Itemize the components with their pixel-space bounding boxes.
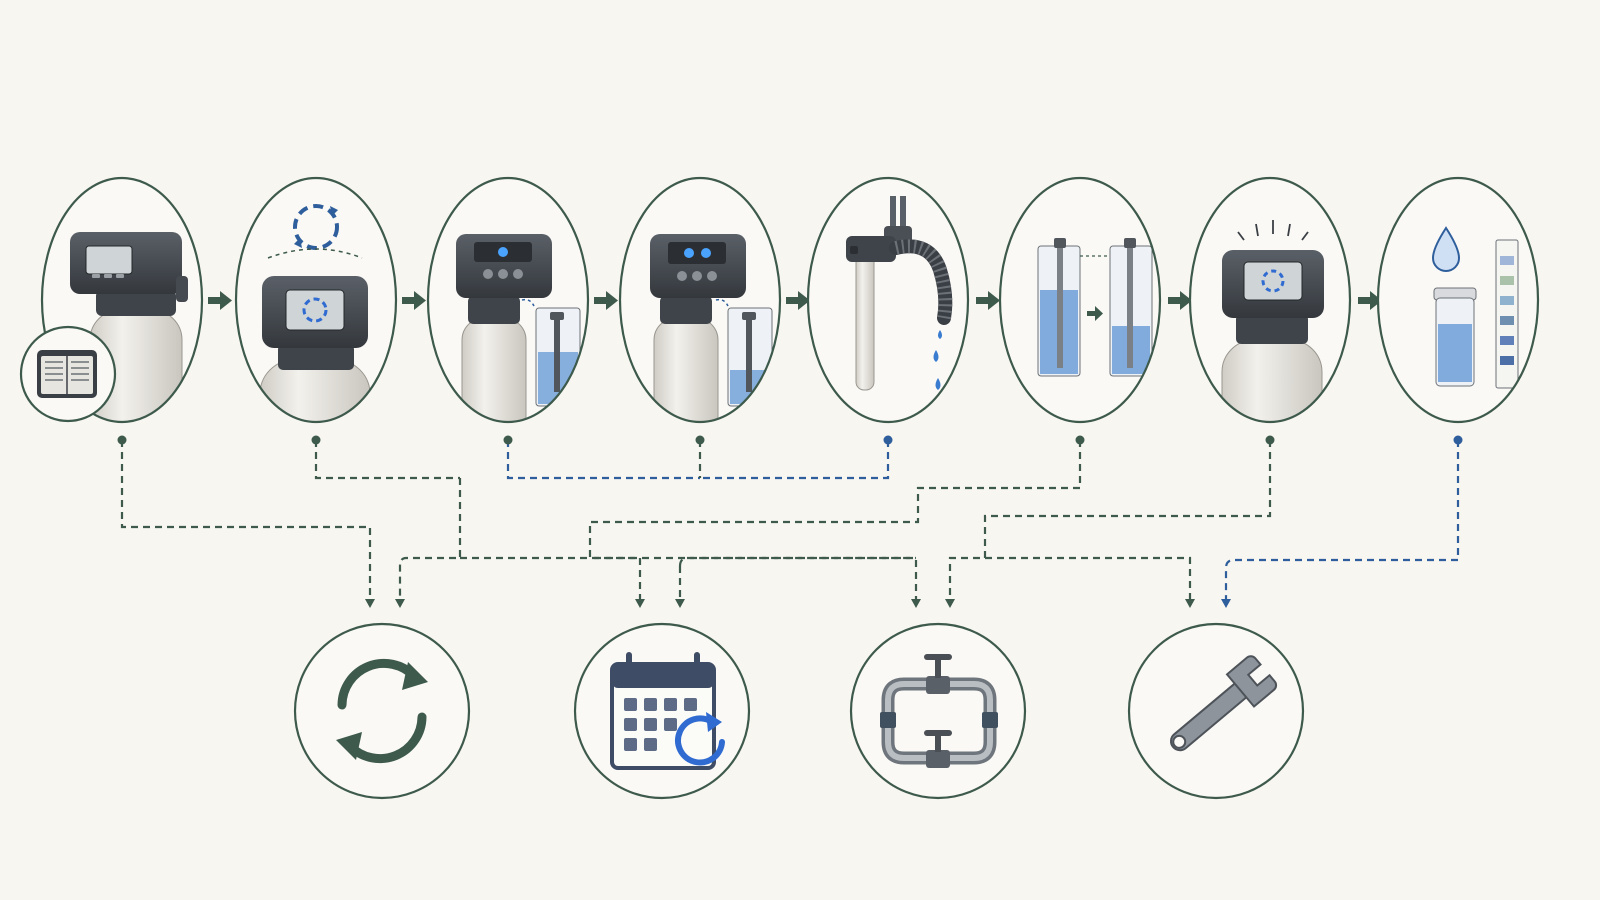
outcome-1-node <box>293 622 471 800</box>
flow-arrow-3-4-icon <box>594 291 618 310</box>
connector-step5 <box>700 440 890 480</box>
softener-brine-refill-icon <box>650 234 773 422</box>
wrench-icon <box>1169 655 1278 752</box>
flow-arrow-2-3-icon <box>402 291 426 310</box>
connector-step7 <box>945 440 1272 608</box>
dot-step4 <box>695 435 705 445</box>
connector-step7b <box>985 556 1195 608</box>
connector-step2 <box>314 440 460 480</box>
step-flow-arrows <box>208 291 1382 310</box>
step-3-node <box>426 176 590 424</box>
step-2-node <box>234 176 398 424</box>
connector-step6 <box>588 440 1082 608</box>
pipe-bypass-valve-icon <box>880 654 998 768</box>
flow-arrow-5-6-icon <box>976 291 1000 310</box>
step-8-node <box>1376 176 1540 424</box>
dot-step3 <box>503 435 513 445</box>
step-7-node <box>1188 176 1352 424</box>
calendar-schedule-icon <box>610 652 725 770</box>
connector-trunk-a <box>395 478 462 608</box>
outcome-3-node <box>849 622 1027 800</box>
dot-step6 <box>1075 435 1085 445</box>
outcome-4-node <box>1127 622 1305 800</box>
connector-dots <box>117 435 1463 445</box>
connector-step3 <box>506 440 700 480</box>
connector-outcome2-c <box>678 556 916 567</box>
water-test-strip-icon <box>1431 226 1519 389</box>
connector-lines <box>120 440 1460 608</box>
manual-inset-icon <box>19 325 117 423</box>
flow-arrow-6-7-icon <box>1168 291 1192 310</box>
dot-step1 <box>117 435 127 445</box>
flow-arrow-1-2-icon <box>208 291 232 310</box>
softener-regeneration-cycle-icon <box>259 204 371 422</box>
dot-step8 <box>1453 435 1463 445</box>
resin-level-comparison-icon <box>1037 238 1153 377</box>
drain-hose-dripping-icon <box>846 196 953 391</box>
connector-step1-outcome1 <box>120 440 375 608</box>
dot-step7 <box>1265 435 1275 445</box>
dot-step5 <box>883 435 893 445</box>
recycle-arrows-icon <box>336 658 428 764</box>
flow-arrow-7-8-icon <box>1358 291 1382 310</box>
dot-step2 <box>311 435 321 445</box>
outcome-2-node <box>573 622 751 800</box>
step-1-node <box>19 176 204 424</box>
step-6-node <box>998 176 1162 424</box>
step-5-node <box>806 176 970 424</box>
connector-step8 <box>1221 440 1460 608</box>
flow-arrow-4-5-icon <box>786 291 810 310</box>
connector-trunk-b <box>460 556 645 608</box>
step-4-node <box>618 176 782 424</box>
